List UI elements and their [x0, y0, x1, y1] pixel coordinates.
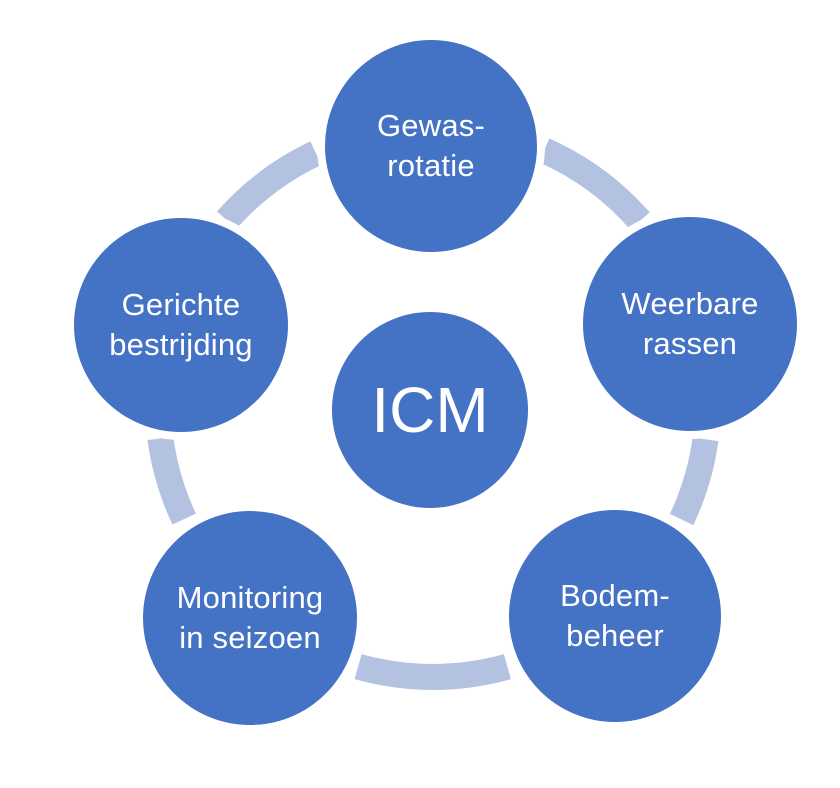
node-label-line: Weerbare	[621, 286, 759, 321]
node-label-line: Monitoring	[176, 580, 324, 615]
ring-arc-bottom	[354, 654, 511, 690]
node-icm-hub: ICM	[332, 312, 528, 508]
ring-arc-right	[669, 437, 719, 526]
node-label-line: rassen	[642, 326, 738, 361]
node-gewas-rotatie: Gewas- rotatie	[325, 40, 537, 252]
node-label-line: Bodem-	[560, 578, 670, 613]
ring-arc-top-right	[538, 138, 650, 230]
node-label-line: in seizoen	[179, 620, 321, 655]
node-label-line: bestrijding	[109, 327, 253, 362]
node-bodem-beheer: Bodem- beheer	[509, 510, 721, 722]
hub-label: ICM	[371, 374, 489, 446]
node-gerichte-bestrijding: Gerichte bestrijding	[74, 218, 288, 432]
node-label-line: beheer	[566, 618, 664, 653]
node-label-line: Gewas-	[376, 108, 485, 143]
node-monitoring-in-seizoen: Monitoring in seizoen	[143, 511, 357, 725]
node-label-line: Gerichte	[121, 287, 241, 322]
node-label-line: rotatie	[387, 148, 475, 183]
ring-arc-left	[147, 436, 197, 525]
ring-arc-top-left	[216, 141, 322, 229]
node-weerbare-rassen: Weerbare rassen	[583, 217, 797, 431]
